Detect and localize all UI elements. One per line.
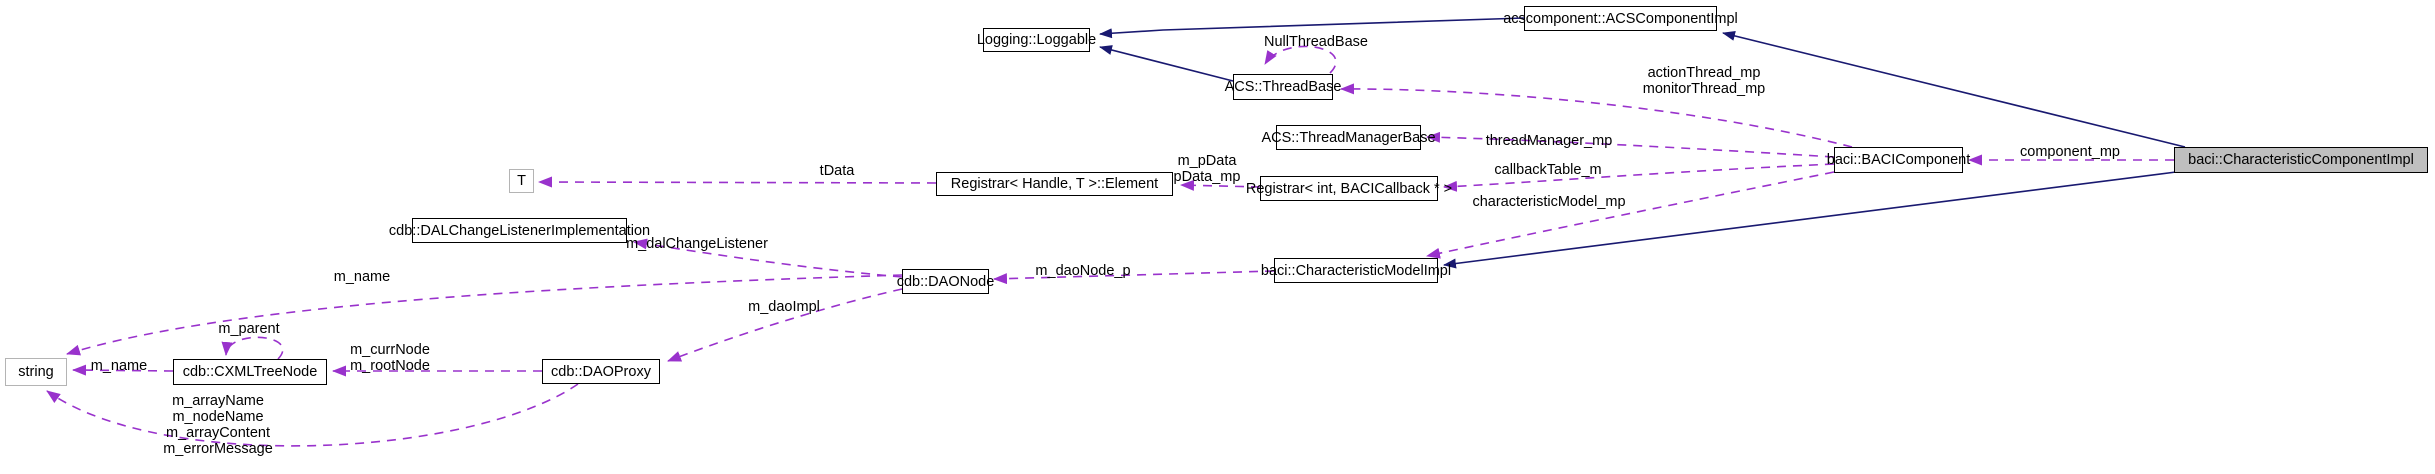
node-baci-characteristicmodelimpl[interactable]: baci::CharacteristicModelImpl — [1261, 258, 1451, 283]
node-cdb-dalchangelistenerimplementation[interactable]: cdb::DALChangeListenerImplementation — [389, 218, 650, 243]
edge-label-m-pdata: m_pData — [1177, 153, 1237, 169]
edge-bacicomponent-to-registrar-int — [1443, 163, 1835, 192]
node-registrar-handle-t-element[interactable]: Registrar< Handle, T >::Element — [936, 172, 1173, 196]
node-cdb-daoproxy[interactable]: cdb::DAOProxy — [542, 359, 660, 384]
node-cdb-cxmltreenode[interactable]: cdb::CXMLTreeNode — [173, 359, 327, 385]
edge-bacicomponent-to-threadmanagerbase — [1426, 131, 1835, 158]
edge-label-currnode-rootnode: m_currNode m_rootNode — [350, 342, 430, 374]
node-t[interactable]: T — [509, 169, 534, 193]
node-baci-bacicomponent[interactable]: baci::BACIComponent — [1827, 147, 1970, 173]
node-logging-loggable[interactable]: Logging::Loggable — [977, 28, 1096, 52]
edge-label-threadmanager-mp: threadManager_mp — [1485, 133, 1613, 149]
edge-label-m-parent: m_parent — [218, 321, 280, 337]
edge-label-tdata: tData — [819, 163, 855, 179]
edge-label-m-dalchangelistener: m_dalChangeListener — [626, 236, 768, 252]
edge-label-action-monitor-thread: actionThread_mp monitorThread_mp — [1643, 65, 1766, 97]
edge-label-actionthread: actionThread_mp — [1647, 65, 1761, 81]
node-registrar-int-bacicallback[interactable]: Registrar< int, BACICallback * > — [1246, 176, 1452, 201]
edge-label-component-mp: component_mp — [2020, 144, 2120, 160]
edge-label-callbacktable-m: callbackTable_m — [1494, 162, 1602, 178]
node-acscomponent-acscomponentimpl[interactable]: acscomponent::ACSComponentImpl — [1503, 6, 1738, 31]
edge-cxmltreenode-to-string — [72, 364, 174, 376]
edge-element-to-t — [538, 176, 937, 188]
edge-daonode-to-dalchangelistener — [633, 238, 903, 278]
edge-bacicomponent-to-characteristicmodelimpl — [1426, 171, 1835, 259]
node-cdb-daonode[interactable]: cdb::DAONode — [897, 269, 994, 294]
edge-label-m-nodename: m_nodeName — [172, 409, 264, 425]
edge-label-characteristicmodel-mp: characteristicModel_mp — [1472, 194, 1626, 210]
edge-label-m-arrayname: m_arrayName — [172, 393, 264, 409]
edge-label-pdata-mp: pData_mp — [1173, 169, 1241, 185]
edge-label-monitorthread: monitorThread_mp — [1642, 81, 1766, 97]
edge-label-array-group: m_arrayName m_nodeName m_arrayContent m_… — [163, 393, 273, 457]
edge-registrar-int-to-element — [1180, 179, 1261, 191]
edge-label-m-name-left: m_name — [90, 358, 148, 374]
edge-acscomponentimpl-to-loggable — [1099, 17, 1525, 39]
edge-threadbase-self-nullthreadbase — [1264, 45, 1337, 74]
edge-threadbase-to-loggable — [1099, 45, 1234, 82]
node-acs-threadbase[interactable]: ACS::ThreadBase — [1225, 74, 1341, 100]
edge-bacicomponent-to-threadbase — [1340, 83, 1853, 148]
edge-label-m-name-top: m_name — [333, 269, 391, 285]
edge-label-m-errormessage: m_errorMessage — [163, 441, 273, 457]
edge-daoproxy-to-string-array — [46, 383, 579, 447]
edge-label-nullthreadbase: NullThreadBase — [1264, 34, 1368, 50]
edge-label-m-daonode-p: m_daoNode_p — [1035, 263, 1131, 279]
edge-main-to-acscomponentimpl — [1722, 31, 2186, 148]
edge-label-m-currnode: m_currNode — [350, 342, 430, 358]
node-acs-threadmanagerbase[interactable]: ACS::ThreadManagerBase — [1261, 125, 1436, 150]
node-string[interactable]: string — [5, 358, 67, 386]
node-baci-characteristiccomponentimpl-main[interactable]: baci::CharacteristicComponentImpl — [2174, 147, 2428, 173]
edge-label-m-rootnode: m_rootNode — [350, 358, 430, 374]
edge-label-m-arraycontent: m_arrayContent — [166, 425, 270, 441]
edge-label-mpdata-pdata: m_pData pData_mp — [1174, 153, 1241, 185]
edge-label-m-daoimpl: m_daoImpl — [748, 299, 820, 315]
edge-main-to-characteristicmodelimpl — [1443, 171, 2177, 269]
edge-cxmltreenode-self-mparent — [221, 336, 284, 360]
